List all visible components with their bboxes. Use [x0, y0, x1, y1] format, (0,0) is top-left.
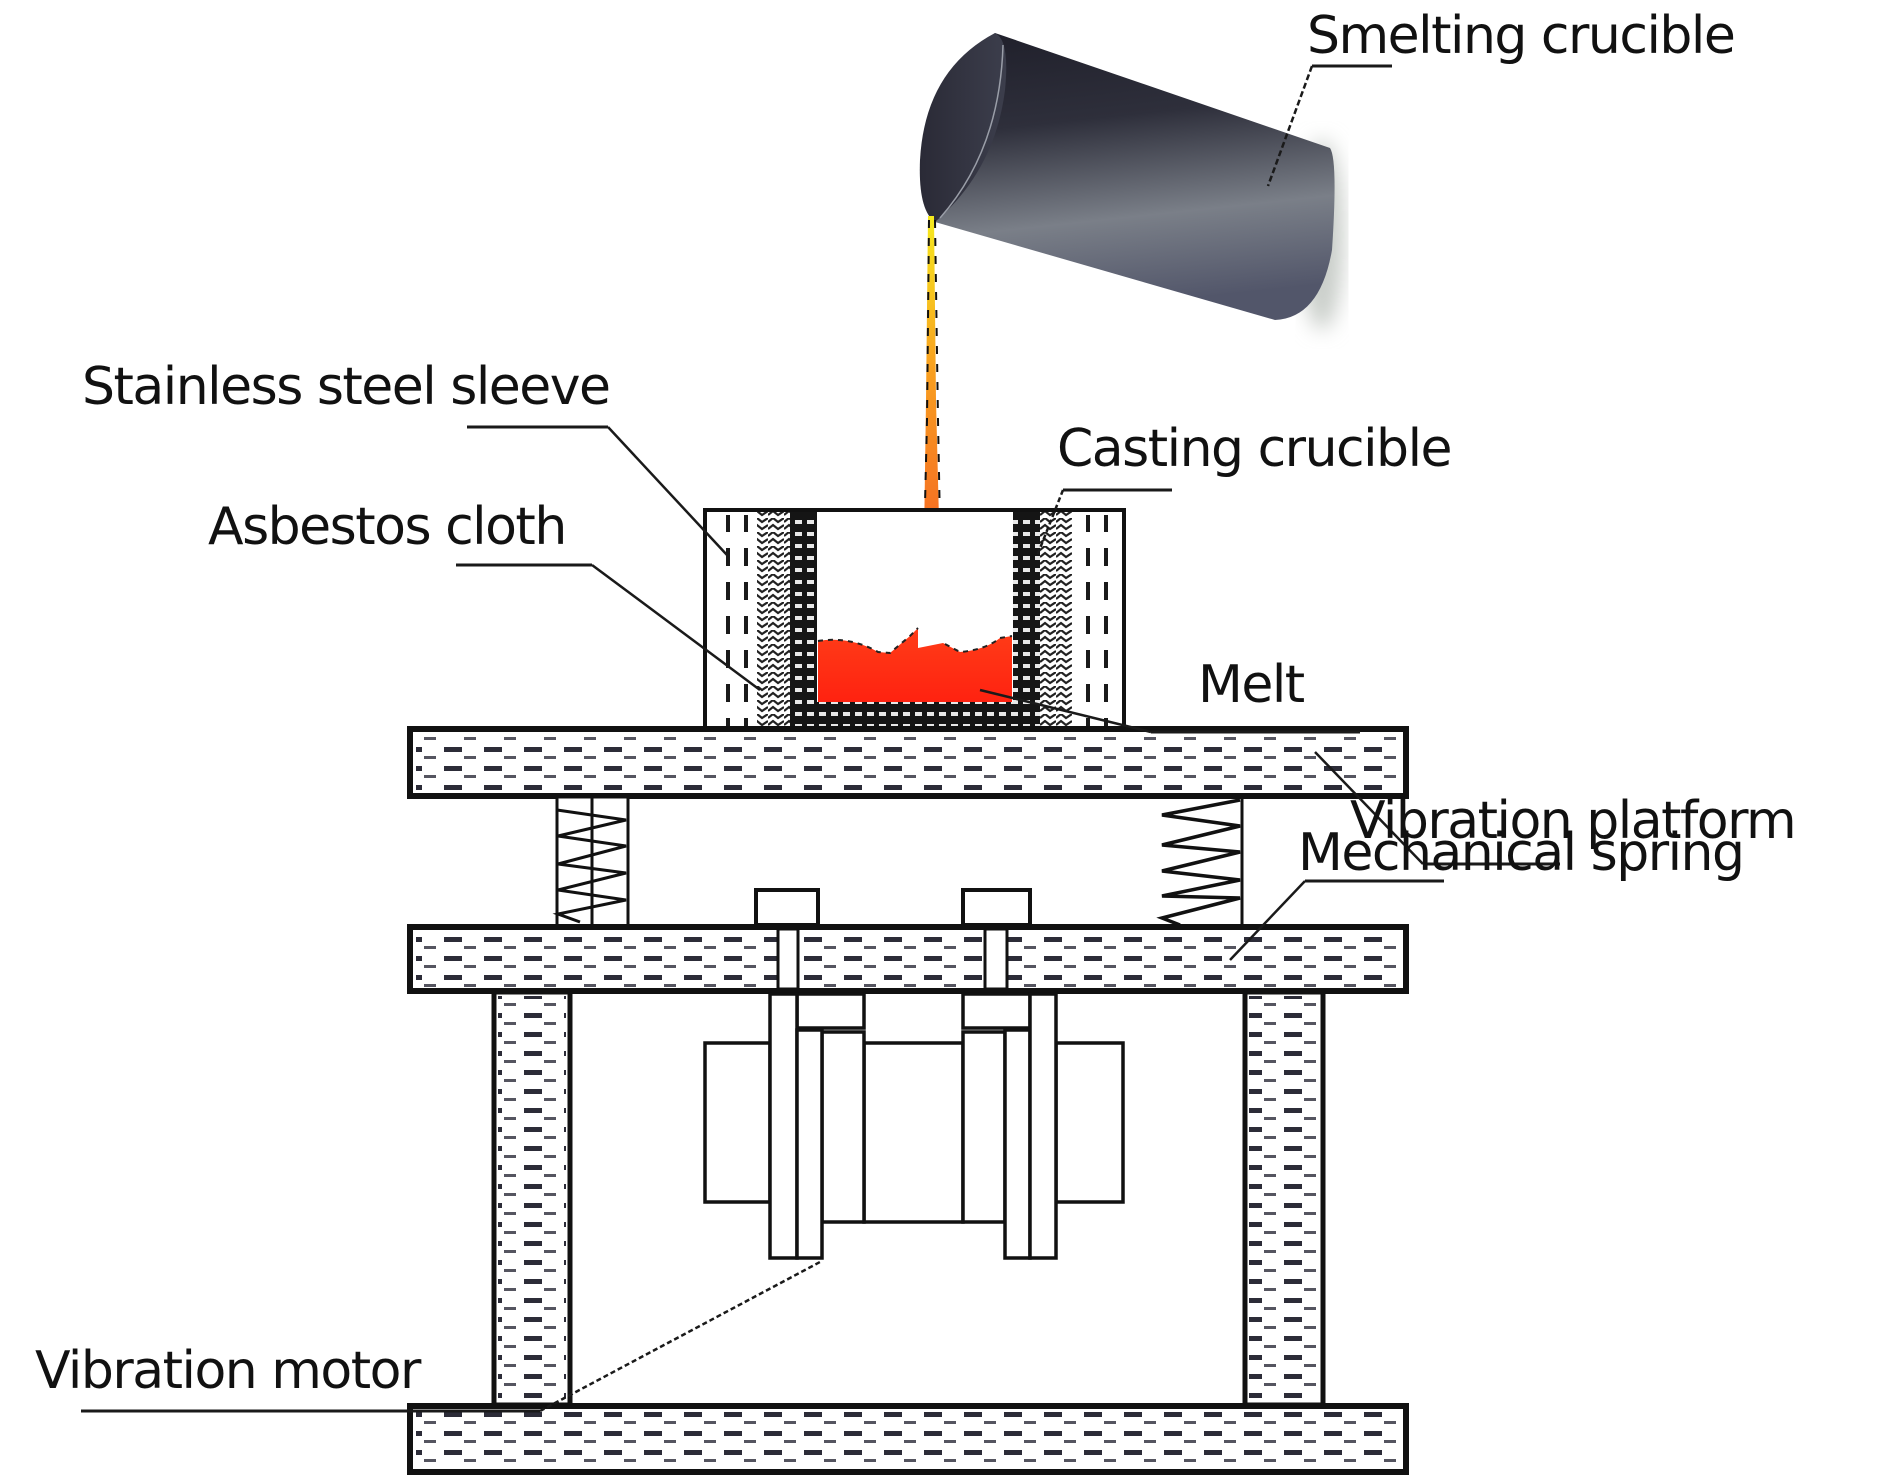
- melt-pool: [818, 628, 1012, 702]
- mechanical-spring-right: [1156, 797, 1244, 927]
- support-leg-right: [1242, 989, 1326, 1408]
- label-casting-crucible: Casting crucible: [1057, 419, 1451, 479]
- asbestos-cloth-right: [1040, 511, 1072, 730]
- label-vibration-motor: Vibration motor: [35, 1341, 422, 1401]
- vibration-motor: [703, 992, 1125, 1260]
- casting-crucible-left-wall: [790, 511, 817, 730]
- mechanical-spring-left: [552, 795, 630, 928]
- label-mechanical-spring: Mechanical spring: [1298, 823, 1744, 883]
- crucible-rim: [919, 33, 1007, 222]
- leader-lines: [81, 64, 1560, 1413]
- label-smelting-crucible: Smelting crucible: [1307, 6, 1734, 66]
- casting-assembly: [703, 508, 1126, 730]
- asbestos-cloth-left: [757, 511, 790, 730]
- mounting-plate: [407, 924, 1409, 994]
- crucible-body: [931, 33, 1335, 320]
- base-plate: [407, 1403, 1409, 1475]
- label-melt: Melt: [1198, 655, 1305, 715]
- smelting-crucible: [919, 33, 1344, 330]
- casting-crucible-right-wall: [1013, 511, 1040, 730]
- vibration-platform: [407, 726, 1409, 799]
- label-asbestos-cloth: Asbestos cloth: [208, 497, 566, 557]
- support-leg-left: [491, 989, 573, 1408]
- casting-crucible-bottom: [817, 702, 1013, 730]
- label-vibration-platform: Vibration platform: [1350, 791, 1795, 851]
- label-stainless-steel-sleeve: Stainless steel sleeve: [82, 357, 610, 417]
